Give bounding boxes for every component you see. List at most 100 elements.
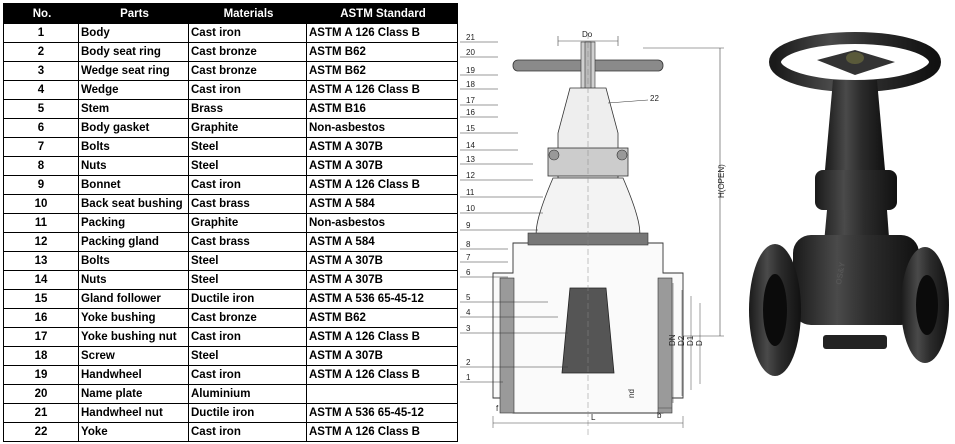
cell-standard: ASTM B16 xyxy=(306,99,458,119)
cell-no: 17 xyxy=(3,327,79,347)
dim-label-f: f xyxy=(496,404,499,413)
cell-material: Cast iron xyxy=(188,422,307,442)
table-header-row: No. Parts Materials ASTM Standard xyxy=(3,3,458,24)
cell-no: 10 xyxy=(3,194,79,214)
cell-standard: ASTM A 126 Class B xyxy=(306,327,458,347)
callout-22: 22 xyxy=(650,94,659,103)
callout-21: 21 xyxy=(466,33,475,42)
cell-standard xyxy=(306,384,458,404)
cell-part: Yoke bushing xyxy=(78,308,189,328)
cell-material: Cast iron xyxy=(188,175,307,195)
cell-part: Yoke bushing nut xyxy=(78,327,189,347)
cell-no: 22 xyxy=(3,422,79,442)
cell-no: 13 xyxy=(3,251,79,271)
cell-no: 9 xyxy=(3,175,79,195)
cell-standard: Non-asbestos xyxy=(306,118,458,138)
cell-part: Body gasket xyxy=(78,118,189,138)
callout-6: 6 xyxy=(466,268,471,277)
callout-4: 4 xyxy=(466,308,471,317)
header-standard: ASTM Standard xyxy=(306,3,458,24)
cell-no: 20 xyxy=(3,384,79,404)
cell-part: Wedge xyxy=(78,80,189,100)
cell-part: Back seat bushing xyxy=(78,194,189,214)
cell-material: Cast iron xyxy=(188,23,307,43)
cell-part: Body seat ring xyxy=(78,42,189,62)
cell-part: Yoke xyxy=(78,422,189,442)
cell-standard: ASTM A 584 xyxy=(306,232,458,252)
cell-no: 12 xyxy=(3,232,79,252)
cell-part: Bonnet xyxy=(78,175,189,195)
dim-label-do: Do xyxy=(582,30,593,39)
callout-14: 14 xyxy=(466,141,475,150)
cell-no: 7 xyxy=(3,137,79,157)
cell-part: Screw xyxy=(78,346,189,366)
valve-cross-section-drawing: Do H(OPEN) DN D2 D1 D f L nd b 22 212019… xyxy=(460,30,726,438)
cell-standard: ASTM A 307B xyxy=(306,156,458,176)
cell-standard: ASTM A 126 Class B xyxy=(306,175,458,195)
cell-no: 2 xyxy=(3,42,79,62)
cell-part: Gland follower xyxy=(78,289,189,309)
cell-part: Handwheel nut xyxy=(78,403,189,423)
callout-11: 11 xyxy=(466,188,475,197)
cell-material: Steel xyxy=(188,156,307,176)
cell-material: Ductile iron xyxy=(188,289,307,309)
cell-material: Cast bronze xyxy=(188,42,307,62)
cell-no: 3 xyxy=(3,61,79,81)
cell-part: Nuts xyxy=(78,270,189,290)
callout-8: 8 xyxy=(466,240,471,249)
cell-no: 14 xyxy=(3,270,79,290)
callout-7: 7 xyxy=(466,253,471,262)
header-parts: Parts xyxy=(78,3,189,24)
cell-material: Graphite xyxy=(188,213,307,233)
cell-material: Cast bronze xyxy=(188,308,307,328)
dim-label-b: b xyxy=(657,411,662,420)
cell-part: Name plate xyxy=(78,384,189,404)
cell-no: 8 xyxy=(3,156,79,176)
cell-material: Steel xyxy=(188,270,307,290)
callout-17: 17 xyxy=(466,96,475,105)
cell-standard: ASTM B62 xyxy=(306,308,458,328)
yoke xyxy=(825,80,885,170)
callout-3: 3 xyxy=(466,324,471,333)
dim-label-d1: D1 xyxy=(686,335,695,346)
cell-no: 6 xyxy=(3,118,79,138)
callout-5: 5 xyxy=(466,293,471,302)
dim-label-l: L xyxy=(591,413,596,422)
cell-standard: ASTM A 126 Class B xyxy=(306,23,458,43)
header-materials: Materials xyxy=(188,3,307,24)
cell-no: 15 xyxy=(3,289,79,309)
callout-10: 10 xyxy=(466,204,475,213)
cell-no: 5 xyxy=(3,99,79,119)
callout-1: 1 xyxy=(466,373,471,382)
cell-standard: ASTM A 536 65-45-12 xyxy=(306,403,458,423)
cell-material: Steel xyxy=(188,137,307,157)
cell-part: Packing xyxy=(78,213,189,233)
cell-part: Packing gland xyxy=(78,232,189,252)
cell-no: 19 xyxy=(3,365,79,385)
cell-standard: ASTM B62 xyxy=(306,42,458,62)
cell-standard: ASTM A 536 65-45-12 xyxy=(306,289,458,309)
cell-standard: ASTM A 126 Class B xyxy=(306,422,458,442)
cell-no: 21 xyxy=(3,403,79,423)
cell-standard: ASTM A 307B xyxy=(306,251,458,271)
cell-material: Cast iron xyxy=(188,80,307,100)
cell-standard: ASTM A 307B xyxy=(306,137,458,157)
callout-2: 2 xyxy=(466,358,471,367)
cell-standard: ASTM A 126 Class B xyxy=(306,80,458,100)
dim-label-h-open: H(OPEN) xyxy=(717,164,726,198)
cell-no: 11 xyxy=(3,213,79,233)
